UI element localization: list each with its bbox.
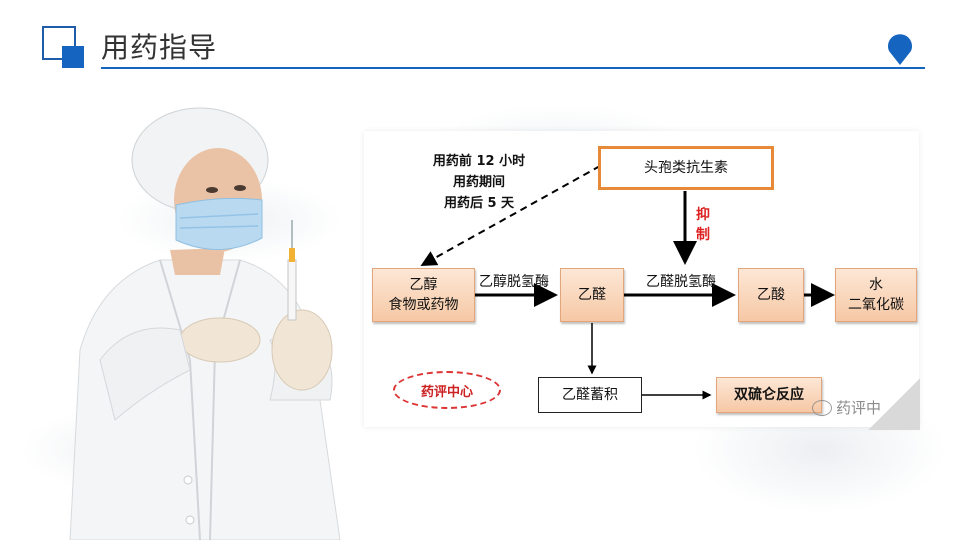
water-label: 水 — [869, 277, 883, 293]
ethanol-box: 乙醇 食物或药物 — [372, 268, 475, 322]
drug-label: 头孢类抗生素 — [644, 160, 728, 176]
acetic-acid-box: 乙酸 — [738, 268, 804, 322]
reaction-label: 双硫仑反应 — [734, 387, 804, 403]
end-products-box: 水 二氧化碳 — [835, 268, 917, 322]
enzyme-1-label: 乙醇脱氢酶 — [479, 274, 549, 290]
inhibit-char-2: 制 — [696, 227, 710, 243]
drug-box: 头孢类抗生素 — [598, 146, 774, 190]
ethanol-label: 乙醇 — [409, 277, 438, 293]
ethanol-source-label: 食物或药物 — [388, 297, 459, 313]
acetaldehyde-label: 乙醛 — [578, 287, 606, 303]
timing-text: 用药前 12 小时 用药期间 用药后 5 天 — [414, 151, 544, 214]
diagram-arrows — [420, 165, 835, 400]
nurse-with-syringe-illustration — [69, 107, 341, 540]
wechat-icon — [812, 399, 832, 416]
acetaldehyde-box: 乙醛 — [560, 268, 624, 322]
wechat-watermark: 药评中 — [812, 397, 881, 418]
location-pin-icon — [888, 34, 912, 65]
timing-line-3: 用药后 5 天 — [443, 196, 515, 211]
carbon-dioxide-label: 二氧化碳 — [848, 297, 904, 313]
inhibit-label: 抑 制 — [696, 205, 712, 245]
enzyme-2-label: 乙醛脱氢酶 — [646, 274, 716, 290]
accumulation-box: 乙醛蓄积 — [538, 377, 642, 413]
metabolism-diagram: 用药前 12 小时 用药期间 用药后 5 天 头孢类抗生素 抑 制 乙醇 食物或… — [364, 131, 919, 427]
page-fold-corner — [868, 378, 920, 430]
timing-line-1: 用药前 12 小时 — [432, 154, 526, 169]
inhibit-char-1: 抑 — [696, 207, 710, 223]
watermark-text: 药评中 — [836, 399, 882, 417]
reaction-box: 双硫仑反应 — [716, 377, 822, 413]
header-logo-fill — [62, 46, 84, 68]
accumulation-label: 乙醛蓄积 — [562, 387, 618, 403]
timing-line-2: 用药期间 — [452, 175, 505, 190]
stamp-logo: 药评中心 — [393, 371, 501, 409]
acetic-acid-label: 乙酸 — [757, 287, 785, 303]
dashed-arrow-drug-to-ethanol — [420, 165, 601, 266]
page-title: 用药指导 — [101, 31, 218, 64]
header-divider — [101, 67, 925, 69]
